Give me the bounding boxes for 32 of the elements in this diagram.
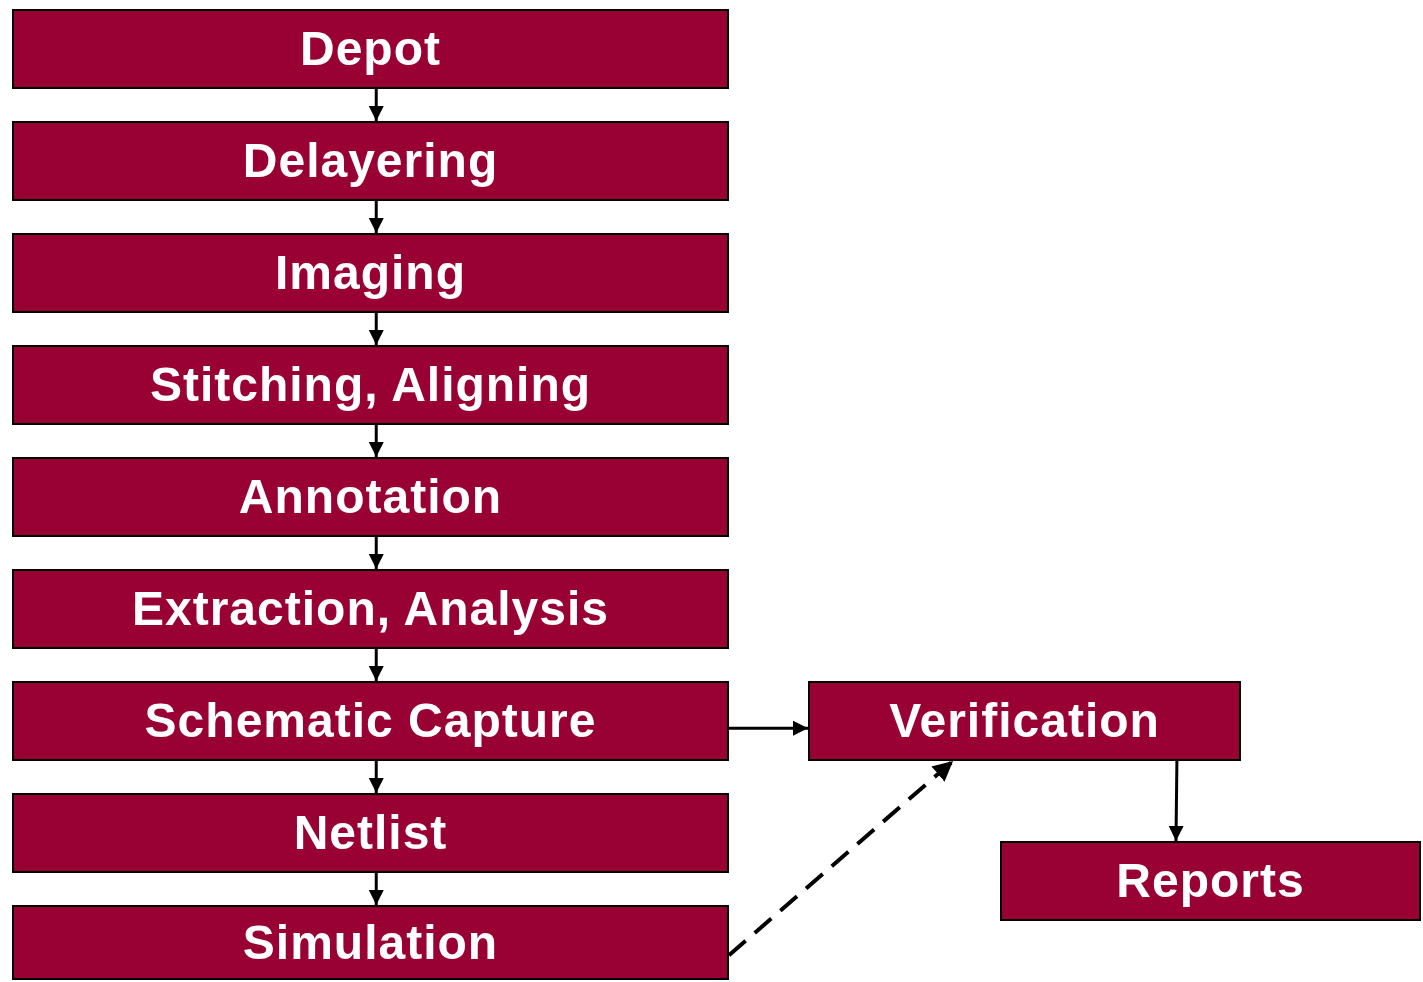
box-label: Extraction, Analysis (131, 585, 610, 633)
arrow (368, 873, 384, 905)
process-box (12, 569, 729, 649)
box-label: Reports (1116, 857, 1305, 905)
box-label: Schematic Capture (144, 697, 597, 745)
process-box (12, 233, 729, 313)
arrow (368, 537, 384, 569)
process-box (12, 345, 729, 425)
process-box (12, 457, 729, 537)
box-label: Imaging (275, 249, 466, 297)
box-label: Stitching, Aligning (149, 361, 592, 409)
arrow (1168, 760, 1184, 841)
process-box (12, 9, 729, 89)
process-box (12, 905, 729, 980)
arrow (368, 89, 384, 121)
process-box (12, 793, 729, 873)
process-box (12, 681, 729, 761)
box-label: Annotation (238, 473, 503, 521)
arrow (729, 720, 808, 736)
process-box (808, 681, 1241, 761)
process-box (1000, 841, 1421, 921)
process-box (12, 121, 729, 201)
box-label: Verification (889, 697, 1160, 745)
arrow (368, 649, 384, 681)
arrow (368, 201, 384, 233)
arrow (368, 313, 384, 345)
arrow (368, 425, 384, 457)
box-label: Netlist (293, 809, 448, 857)
box-label: Depot (300, 25, 441, 73)
box-label: Simulation (242, 918, 499, 967)
arrow (368, 761, 384, 793)
box-label: Delayering (242, 137, 499, 185)
